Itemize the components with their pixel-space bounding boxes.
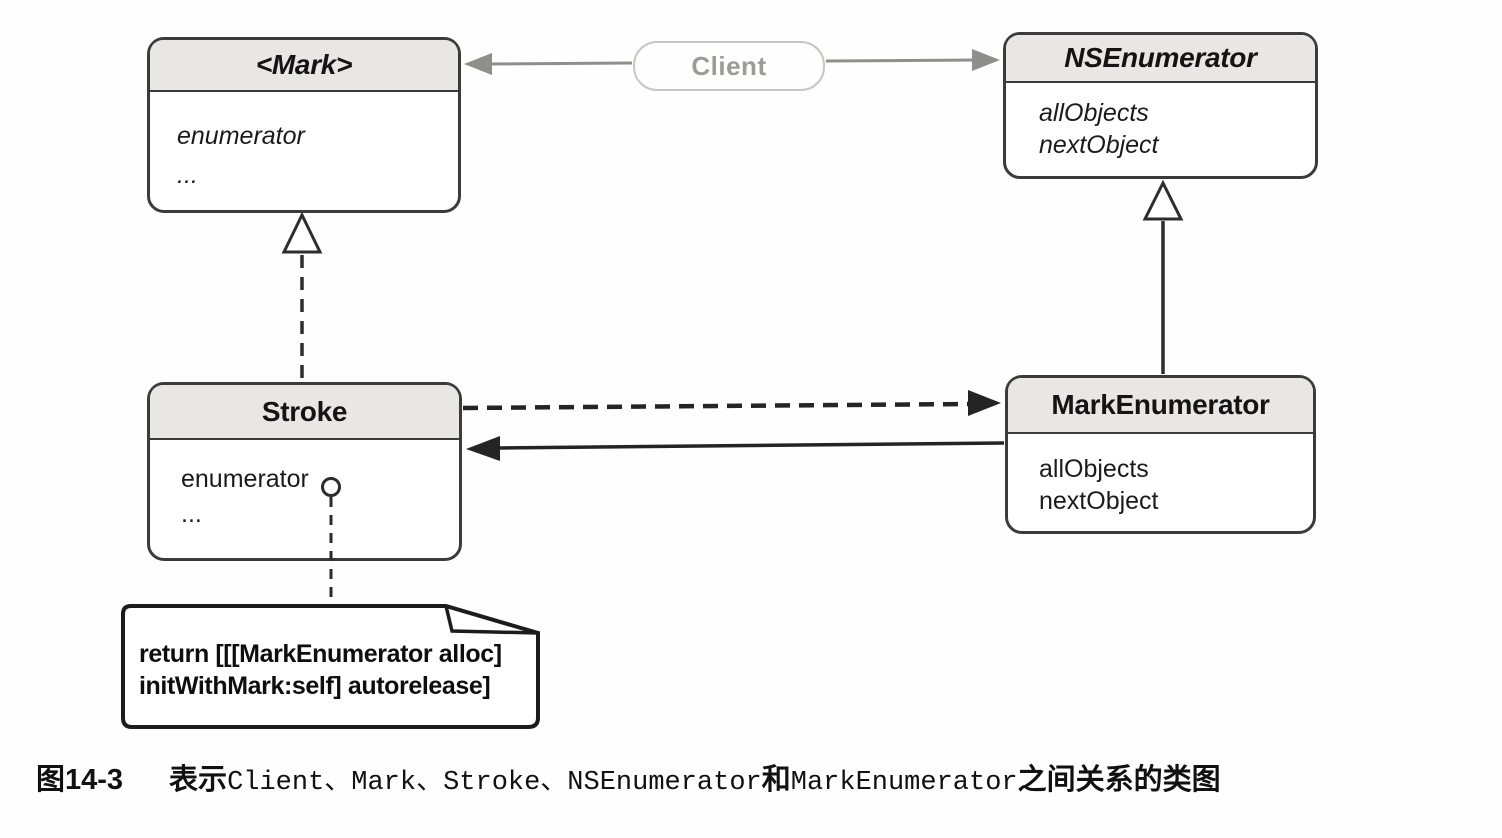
caption-code: Client、Mark、Stroke、NSEnumerator bbox=[227, 768, 762, 798]
note-line: initWithMark:self] autorelease] bbox=[139, 672, 491, 700]
class-attribute: enumerator bbox=[181, 465, 309, 493]
filled-arrowhead-icon bbox=[968, 390, 1001, 416]
dependency-arrow bbox=[462, 390, 1001, 416]
class-attributes-markenumerator: allObjects nextObject bbox=[1008, 434, 1313, 517]
class-attribute: enumerator bbox=[177, 122, 305, 150]
class-title: <Mark> bbox=[255, 49, 353, 80]
caption-text: 表示 bbox=[169, 764, 228, 796]
class-box-mark: <Mark> enumerator ... bbox=[147, 37, 461, 213]
filled-arrowhead-icon bbox=[466, 436, 500, 461]
note-fold-corner-icon bbox=[444, 605, 539, 635]
note-line: return [[[MarkEnumerator alloc] bbox=[139, 640, 502, 668]
client-node: Client bbox=[633, 41, 825, 91]
hollow-triangle-icon bbox=[281, 211, 323, 254]
class-header-markenumerator: MarkEnumerator bbox=[1008, 378, 1313, 434]
figure-caption: 图14-3 表示Client、Mark、Stroke、NSEnumerator和M… bbox=[36, 756, 1221, 798]
class-attribute: ... bbox=[181, 500, 202, 528]
class-attribute: ... bbox=[177, 161, 198, 189]
right-arrowhead-icon bbox=[972, 49, 1000, 71]
client-to-nsenumerator-arrow bbox=[825, 49, 1000, 71]
class-attribute: allObjects bbox=[1039, 99, 1149, 127]
generalization-arrow bbox=[1142, 179, 1184, 374]
class-box-nsenumerator: NSEnumerator allObjects nextObject bbox=[1003, 32, 1318, 179]
class-attributes-nsenumerator: allObjects nextObject bbox=[1006, 83, 1315, 161]
class-title: MarkEnumerator bbox=[1051, 389, 1270, 420]
uml-note-text: return [[[MarkEnumerator alloc] initWith… bbox=[139, 638, 502, 702]
caption-code: MarkEnumerator bbox=[790, 768, 1018, 798]
realization-arrow bbox=[281, 211, 323, 381]
class-box-stroke: Stroke enumerator ... bbox=[147, 382, 462, 561]
client-label: Client bbox=[691, 50, 767, 81]
class-title: Stroke bbox=[261, 395, 348, 427]
class-title: NSEnumerator bbox=[1064, 42, 1257, 73]
caption-text: 和 bbox=[761, 764, 791, 796]
class-attributes-stroke: enumerator ... bbox=[150, 440, 459, 532]
class-header-mark: <Mark> bbox=[150, 40, 458, 92]
class-box-markenumerator: MarkEnumerator allObjects nextObject bbox=[1005, 375, 1316, 534]
class-header-stroke: Stroke bbox=[150, 385, 459, 440]
association-arrow bbox=[466, 436, 1005, 461]
figure-number: 图14-3 bbox=[36, 764, 124, 796]
class-attribute: allObjects bbox=[1039, 455, 1149, 483]
class-attribute: nextObject bbox=[1039, 131, 1159, 159]
class-attributes-mark: enumerator ... bbox=[150, 92, 458, 195]
hollow-triangle-icon bbox=[1142, 179, 1184, 221]
client-to-mark-arrow bbox=[464, 53, 633, 75]
left-arrowhead-icon bbox=[464, 53, 492, 75]
class-attribute: nextObject bbox=[1039, 487, 1159, 515]
class-header-nsenumerator: NSEnumerator bbox=[1006, 35, 1315, 83]
caption-text: 之间关系的类图 bbox=[1017, 764, 1221, 796]
